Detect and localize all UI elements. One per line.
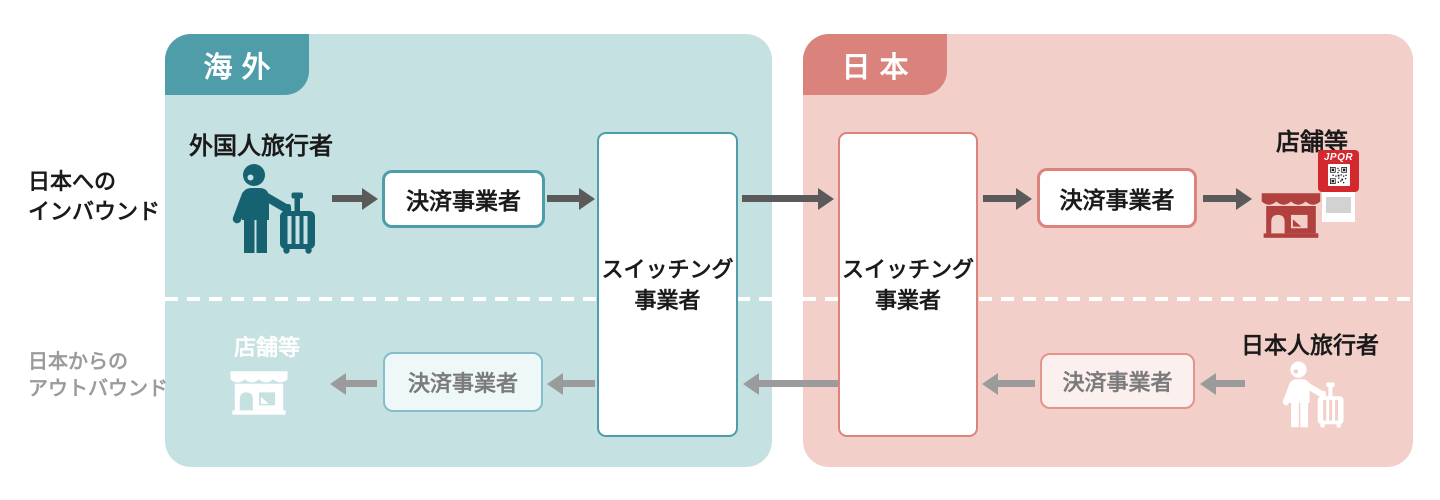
japanese-traveler-icon [1277, 360, 1351, 428]
japan-region-tab: 日本 [803, 34, 947, 95]
jpqr-qr-code [1327, 164, 1350, 186]
jpqr-standee-text-panel [1326, 197, 1351, 213]
japanese-traveler-label: 日本人旅行者 [1241, 332, 1379, 358]
japan-psp-outbound-box: 決済事業者 [1040, 353, 1195, 409]
jpqr-standee-base [1322, 192, 1355, 222]
outbound-arrow-psp-to-switching [998, 380, 1035, 387]
overseas-psp-inbound-box: 決済事業者 [382, 170, 545, 228]
inbound-arrow-traveler-to-psp [332, 195, 362, 202]
outbound-arrow-switching-to-switching [759, 380, 838, 387]
jpqr-logo: JPQR [1323, 152, 1354, 163]
overseas-switching-label-line2: 事業者 [634, 287, 701, 313]
inbound-row-label: 日本への インバウンド [28, 167, 160, 227]
inbound-row-label-line2: インバウンド [28, 199, 161, 224]
storefront-overseas-icon [228, 363, 290, 418]
japan-switching-box: スイッチング 事業者 [838, 132, 978, 437]
japan-switching-label-line1: スイッチング [841, 256, 974, 282]
japan-switching-label-line2: 事業者 [874, 287, 941, 313]
inbound-arrow-psp-to-switching [547, 195, 579, 202]
inbound-row-label-line1: 日本への [28, 169, 117, 194]
outbound-row-label: 日本からの アウトバウンド [28, 349, 168, 403]
overseas-region-tab: 海外 [165, 34, 309, 95]
foreign-traveler-icon [225, 162, 325, 254]
inbound-arrow-psp-to-store [1203, 195, 1236, 202]
inbound-arrow-switching-to-switching [742, 195, 818, 202]
jpqr-standee-top: JPQR [1318, 150, 1359, 192]
overseas-store-label: 店舗等 [234, 335, 301, 360]
outbound-arrow-traveler-to-psp [1216, 380, 1245, 387]
outbound-row-label-line1: 日本からの [28, 351, 128, 373]
inbound-outbound-divider [165, 297, 1413, 301]
jpqr-standee: JPQR [1318, 150, 1359, 222]
outbound-arrow-switching-to-psp [563, 380, 595, 387]
overseas-switching-label-line1: スイッチング [601, 256, 734, 282]
overseas-psp-outbound-box: 決済事業者 [383, 352, 543, 412]
foreign-traveler-label: 外国人旅行者 [189, 133, 333, 160]
overseas-switching-box: スイッチング 事業者 [597, 132, 738, 437]
storefront-japan-icon [1259, 185, 1323, 241]
inbound-arrow-switching-to-psp [983, 195, 1016, 202]
outbound-arrow-psp-to-store [346, 380, 377, 387]
japan-psp-inbound-box: 決済事業者 [1037, 168, 1197, 228]
outbound-row-label-line2: アウトバウンド [28, 378, 168, 400]
